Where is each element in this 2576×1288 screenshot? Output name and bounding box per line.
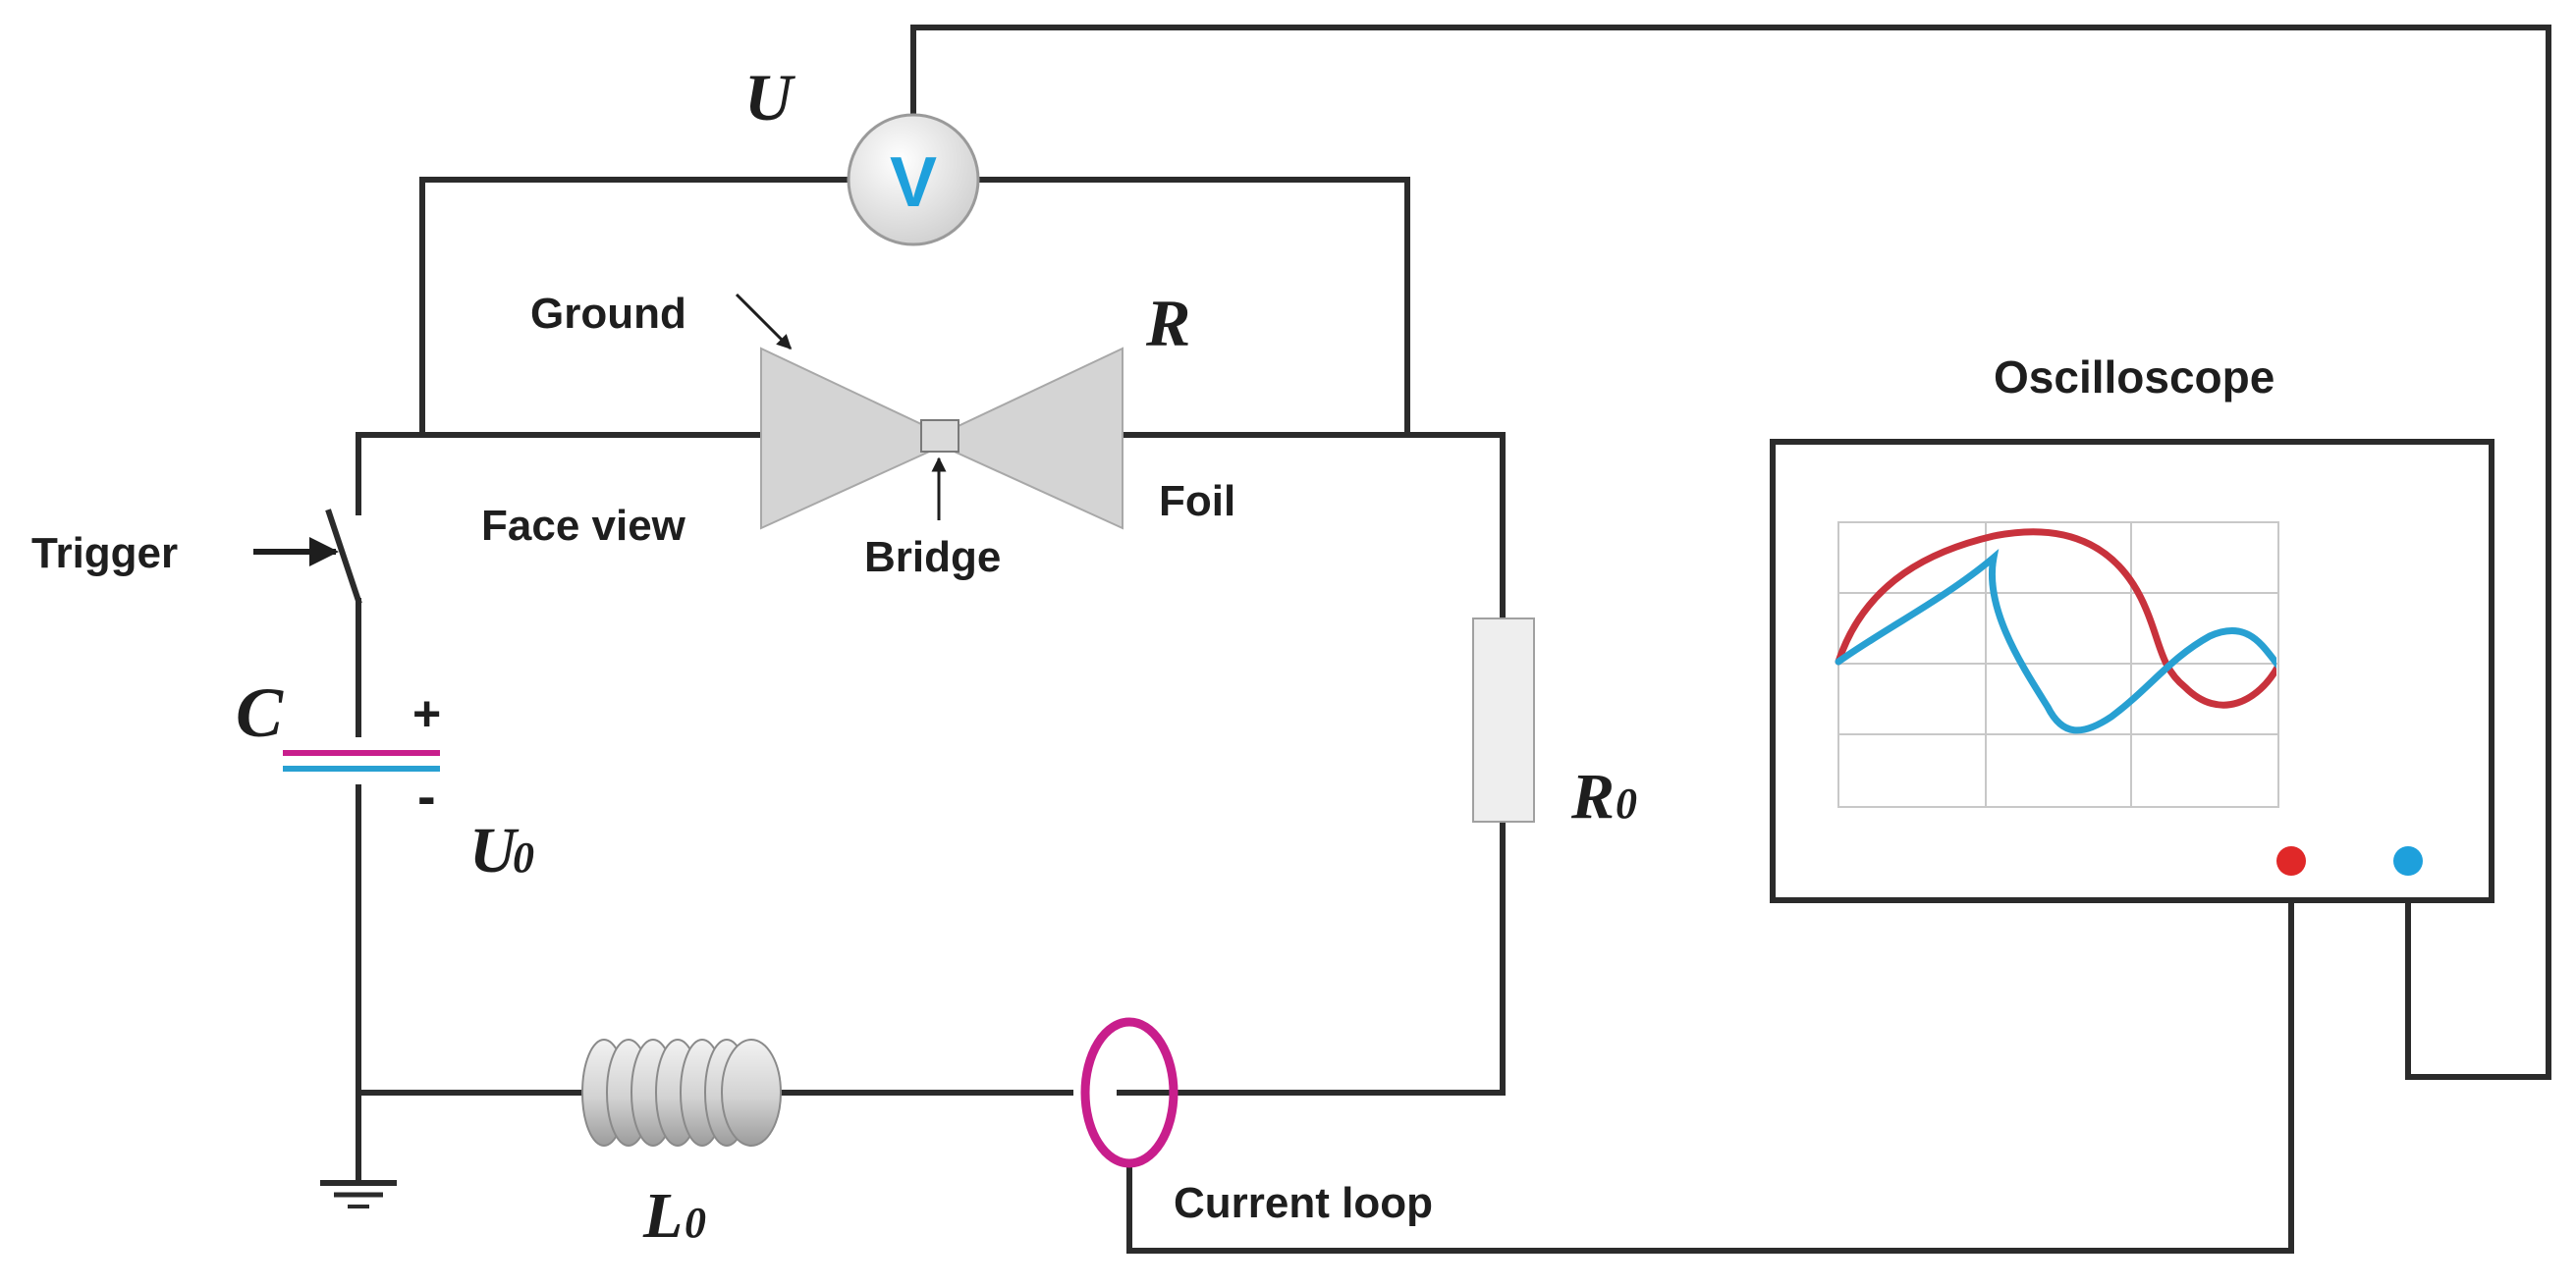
ground-symbol <box>320 1180 397 1208</box>
inductor-symbol: L <box>642 1180 683 1252</box>
load-resistor-symbol: R <box>1570 761 1615 832</box>
bridge-label: Bridge <box>864 533 1001 581</box>
trigger-switch <box>325 509 362 605</box>
capacitor-minus-sign: - <box>417 765 436 827</box>
foil-label: Foil <box>1159 477 1235 525</box>
exploding-foil-bridge <box>760 347 1124 530</box>
capacitor-symbol: C <box>236 673 284 752</box>
voltmeter <box>847 113 980 246</box>
ground-pointer-arrow <box>735 293 793 350</box>
current-loop-ring <box>1080 1017 1178 1168</box>
load-resistor-subscript: 0 <box>1616 779 1637 828</box>
trigger-label: Trigger <box>31 529 178 577</box>
inductor-subscript: 0 <box>685 1199 706 1247</box>
source-voltage-symbol: U <box>469 815 520 886</box>
bridge-element <box>920 419 959 453</box>
capacitor <box>283 750 440 772</box>
resistance-symbol: R <box>1145 286 1190 360</box>
ground-label: Ground <box>530 290 686 338</box>
face-view-label: Face view <box>481 502 686 550</box>
current-probe-connector <box>2393 846 2423 876</box>
source-voltage-subscript: 0 <box>513 833 534 882</box>
inductor-coil <box>581 1039 782 1147</box>
capacitor-plus-sign: + <box>412 686 441 741</box>
red-voltage-trace <box>1835 528 2276 709</box>
oscilloscope-label: Oscilloscope <box>1994 351 2275 402</box>
voltage-probe-connector <box>2276 846 2306 876</box>
voltmeter-letter: V <box>890 143 937 222</box>
voltage-symbol: U <box>744 60 796 134</box>
blue-current-trace <box>1835 548 2276 734</box>
load-resistor <box>1472 617 1535 823</box>
main-circuit-wires <box>356 25 2551 1254</box>
current-loop-label: Current loop <box>1174 1179 1433 1227</box>
